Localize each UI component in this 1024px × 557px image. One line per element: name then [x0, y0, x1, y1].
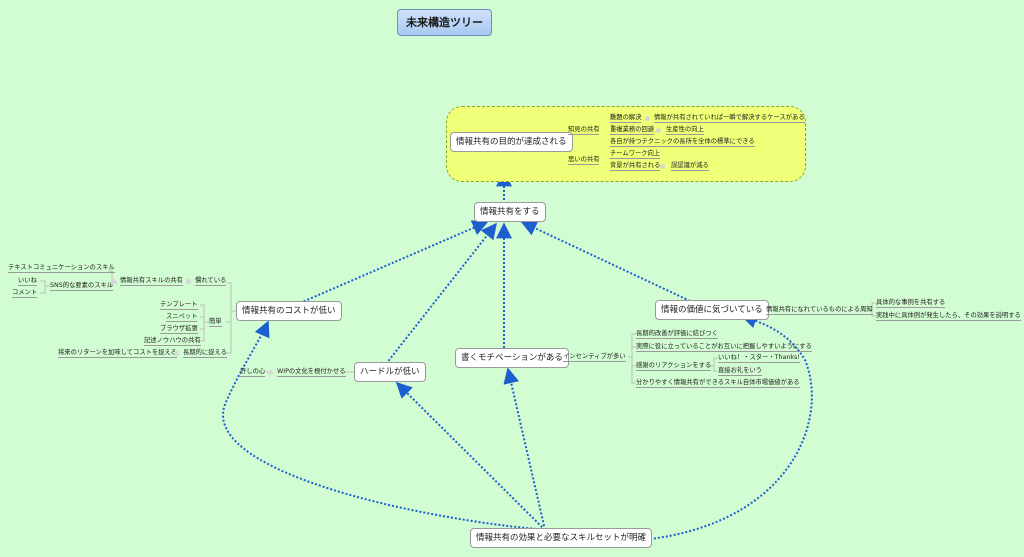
- branch-comment[interactable]: コメント: [12, 289, 38, 298]
- branch-browser-ext[interactable]: ブラウザ拡張: [160, 325, 198, 334]
- branch-knowledge[interactable]: 知見の共有: [568, 126, 600, 135]
- arrow-skills-to-motivation: [503, 367, 546, 531]
- connector-dot: [656, 128, 661, 133]
- branch-reaction[interactable]: 感謝のリアクションをする: [636, 362, 712, 371]
- branch-misunderstanding[interactable]: 誤認識が減る: [671, 162, 709, 171]
- branch-technique[interactable]: 各自が持つテクニックの長所を全体の標準にできる: [610, 138, 755, 147]
- connector-dot: [186, 279, 191, 284]
- value-node[interactable]: 情報の価値に気づいている: [655, 300, 769, 320]
- branch-background[interactable]: 背景が共有される: [610, 162, 661, 171]
- branch-teamwork[interactable]: チームワーク向上: [610, 150, 661, 159]
- page-title: 未来構造ツリー: [397, 9, 492, 36]
- skills-node[interactable]: 情報共有の効果と必要なスキルセットが明確: [470, 528, 653, 548]
- branch-snippet[interactable]: スニペット: [166, 313, 198, 322]
- branch-problem-solving[interactable]: 難題の解決: [610, 114, 642, 123]
- connector-dot: [660, 164, 665, 169]
- connector-dot: [111, 279, 116, 284]
- branch-explain-effect[interactable]: 実践中に具体例が発生したら、その効果を説明する: [876, 312, 1021, 321]
- branch-share-skill[interactable]: 情報共有スキルの共有: [120, 277, 183, 286]
- branch-sns[interactable]: SNS的な要素のスキル: [50, 282, 114, 291]
- connector-dot: [645, 116, 650, 121]
- motivation-node[interactable]: 書くモチベーションがある: [455, 348, 569, 368]
- arrow-cost-to-share: [299, 220, 489, 304]
- arrow-hurdle-to-share: [385, 222, 497, 365]
- dependency-arrows: [222, 170, 813, 542]
- goal-node[interactable]: 情報共有の目的が達成される: [450, 132, 573, 152]
- branch-allow[interactable]: 許しの心: [240, 368, 266, 377]
- branch-easy[interactable]: 簡単: [209, 318, 222, 327]
- branch-problem-solving-detail[interactable]: 情報が共有されていれば一瞬で解決するケースがある: [654, 114, 805, 123]
- branch-future-return[interactable]: 将来のリターンを加味してコストを捉える: [58, 349, 177, 358]
- connector-dot: [174, 351, 179, 356]
- branch-template[interactable]: テンプレート: [160, 301, 198, 310]
- branch-clear-skill[interactable]: 分かりやすく情報共有ができるスキル自体市場価値がある: [636, 379, 800, 388]
- branch-habituated[interactable]: 慣れている: [195, 277, 227, 286]
- hurdle-node[interactable]: ハードルが低い: [354, 362, 426, 382]
- branch-thanks[interactable]: いいね！・スター・Thanks!: [718, 354, 800, 363]
- cost-node[interactable]: 情報共有のコストが低い: [236, 301, 342, 321]
- arrow-skills-to-cost: [222, 320, 549, 531]
- branch-text-comm[interactable]: テキストコミュニケーションのスキル: [8, 264, 115, 273]
- branch-useful[interactable]: 実際に役に立っていることがお互いに把握しやすいようにする: [636, 343, 812, 352]
- branch-thinking[interactable]: 思いの共有: [568, 156, 600, 165]
- branch-knowhow[interactable]: 記述ノウハウの共有: [144, 337, 201, 346]
- branch-wip[interactable]: WIPの文化を根付かせる: [277, 368, 346, 377]
- branch-routine[interactable]: 重複業務の回避: [610, 126, 655, 135]
- branch-long-term[interactable]: 長期的に捉える: [183, 349, 227, 358]
- branch-widely-known[interactable]: 情報共有になれているものによる周知: [766, 306, 873, 315]
- branch-incentive[interactable]: インセンティブが多い: [563, 353, 626, 362]
- branch-like[interactable]: いいね: [18, 277, 37, 286]
- share-node[interactable]: 情報共有をする: [474, 202, 546, 222]
- branch-direct-thanks[interactable]: 直接お礼をいう: [718, 367, 763, 376]
- connector-dot: [268, 370, 273, 375]
- arrow-skills-to-hurdle: [395, 381, 546, 531]
- arrow-skills-to-value: [629, 312, 813, 542]
- branch-productivity[interactable]: 生産性の向上: [666, 126, 704, 135]
- branch-concrete-cases[interactable]: 具体的な事例を共有する: [876, 299, 946, 308]
- arrow-value-to-share: [520, 220, 691, 302]
- branch-long-term-eval[interactable]: 長期的改善が評価に結びつく: [636, 330, 718, 339]
